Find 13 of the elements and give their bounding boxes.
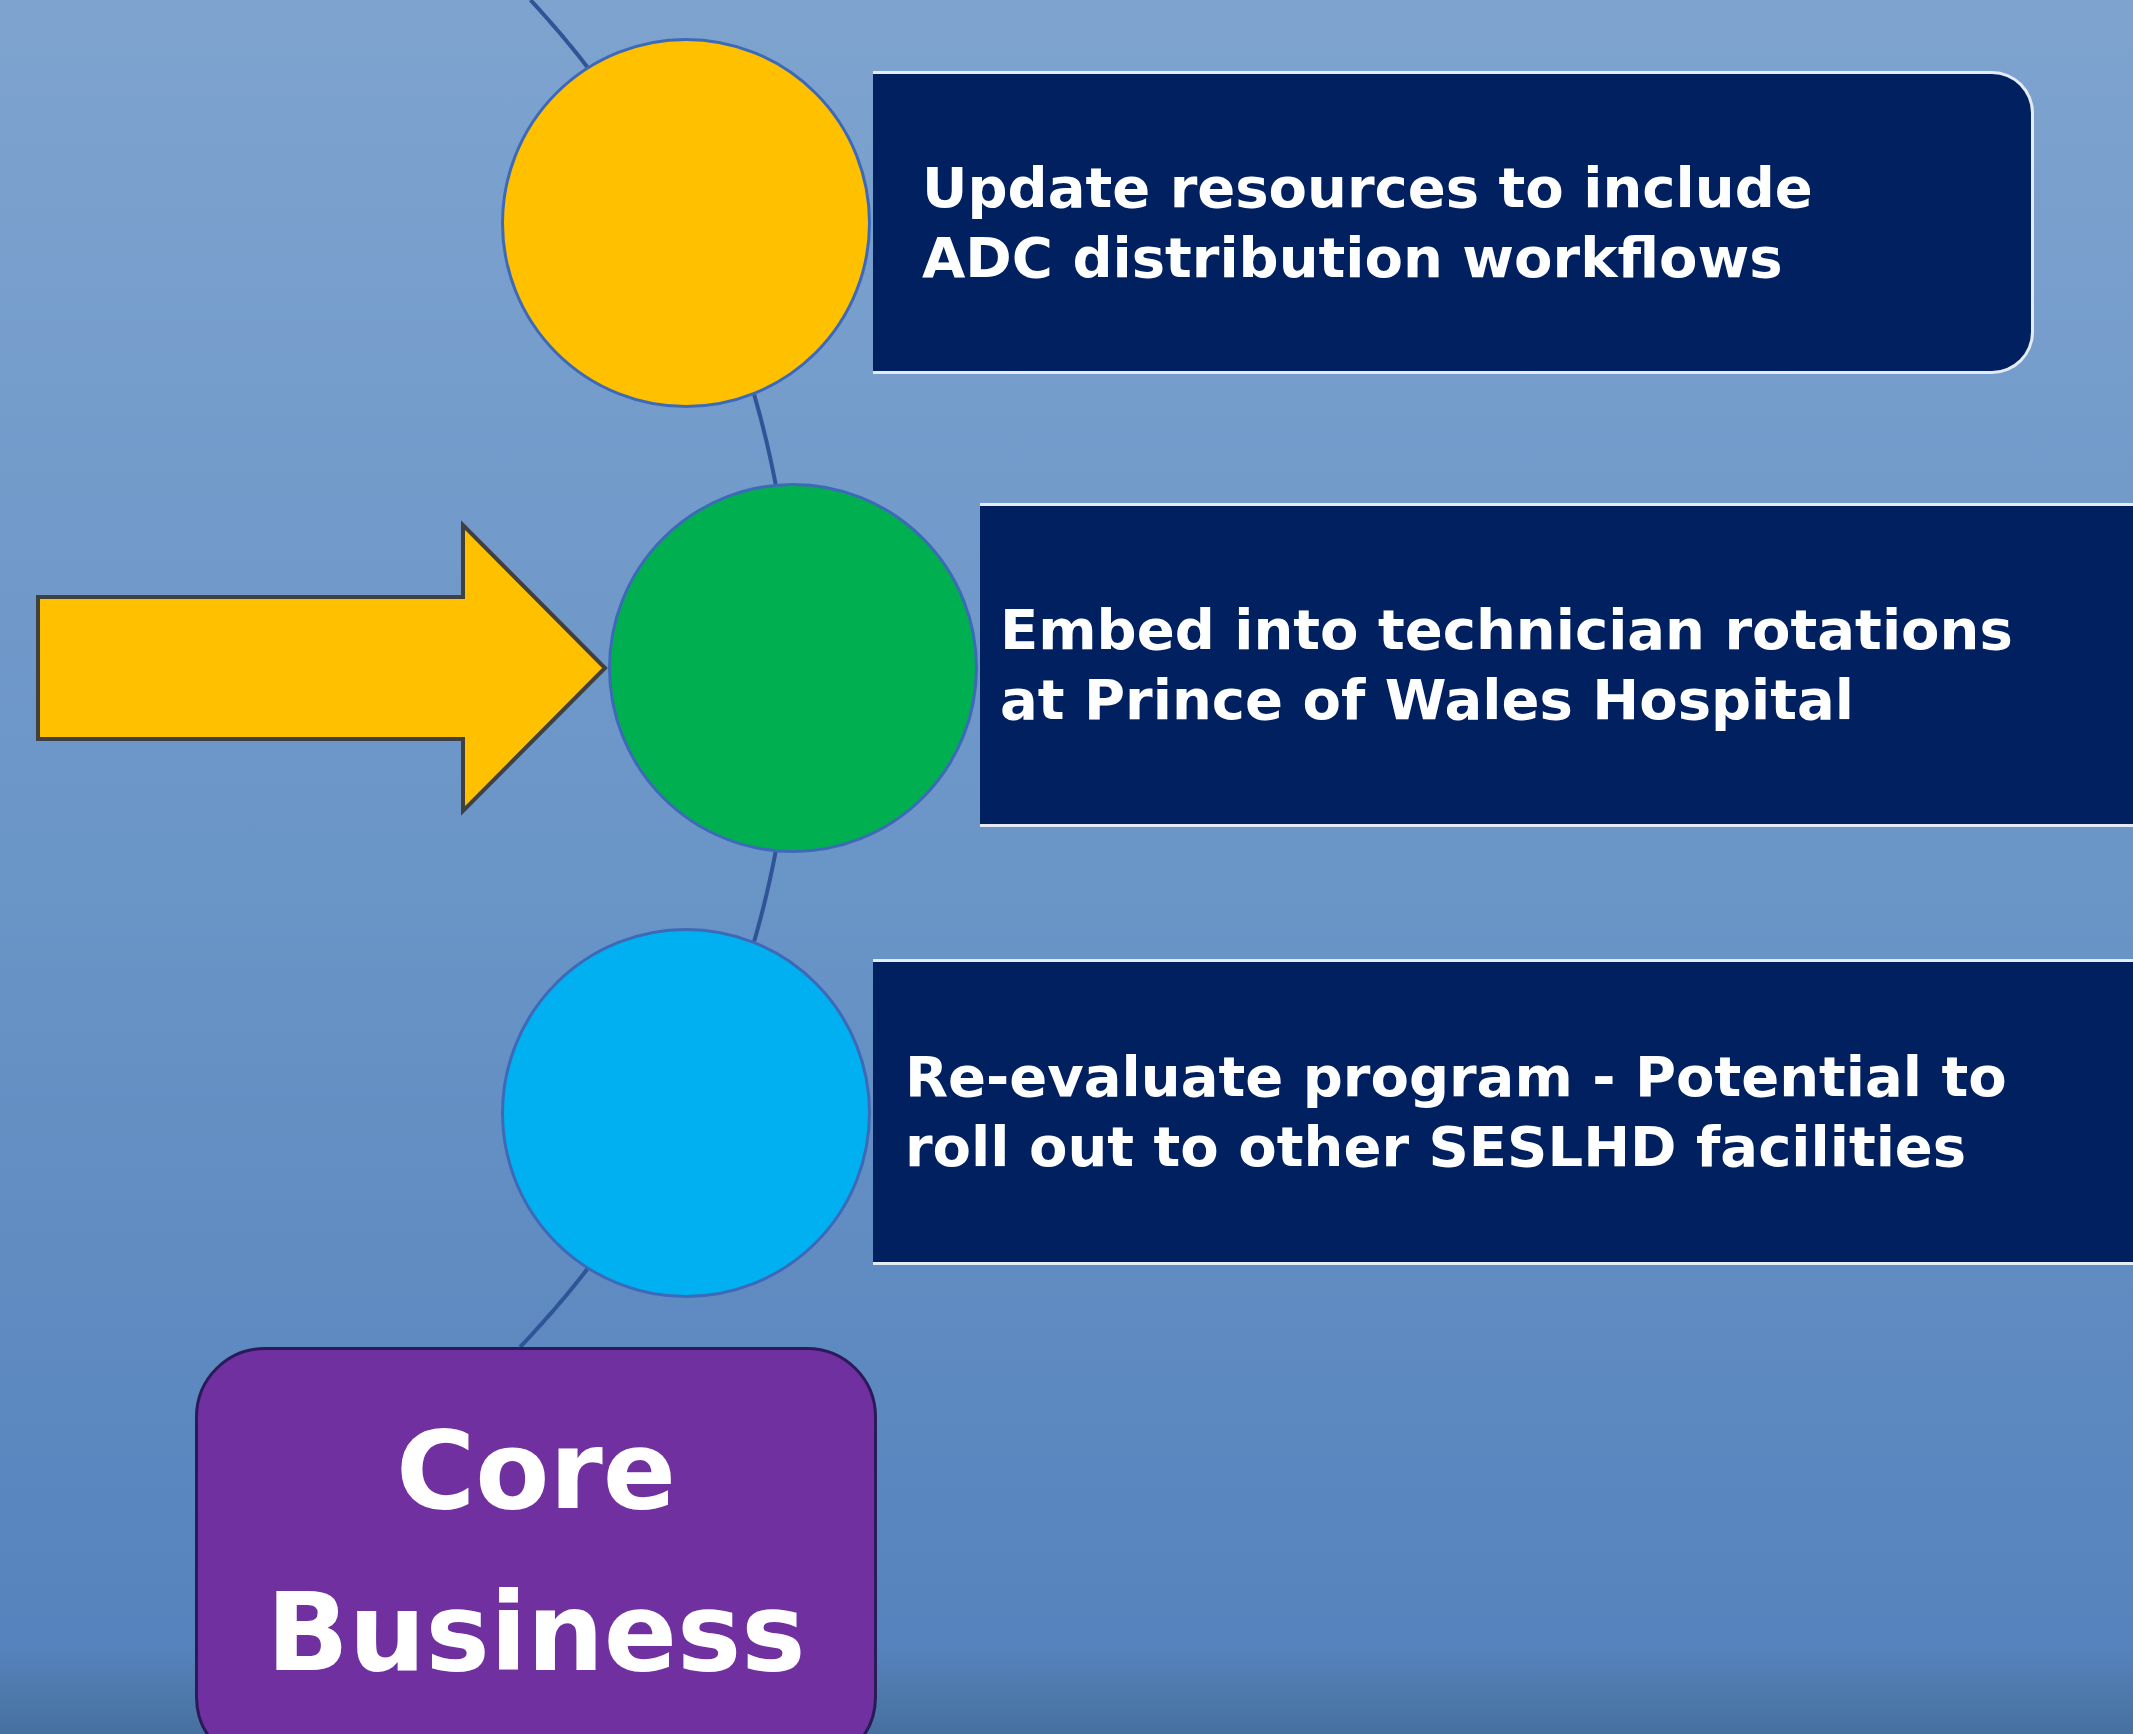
rounded-box	[195, 1347, 877, 1734]
curved-line	[752, 851, 778, 942]
text-panel	[873, 71, 2034, 374]
text-panel	[980, 503, 2133, 827]
curved-line	[528, 0, 589, 69]
panel-text: Re-evaluate program - Potential to roll out to other SESLHD facilities	[905, 1043, 2008, 1181]
text-panel	[873, 959, 2133, 1265]
panel-text: Update resources to include ADC distribution workflows	[922, 153, 1814, 292]
box-text: Core Business	[265, 1407, 807, 1697]
panel-text: Embed into technician rotations at Prince of Wales Hospital	[1000, 596, 2014, 734]
curved-line	[518, 1267, 589, 1349]
curved-line	[752, 394, 778, 485]
block-arrow	[36, 520, 608, 816]
